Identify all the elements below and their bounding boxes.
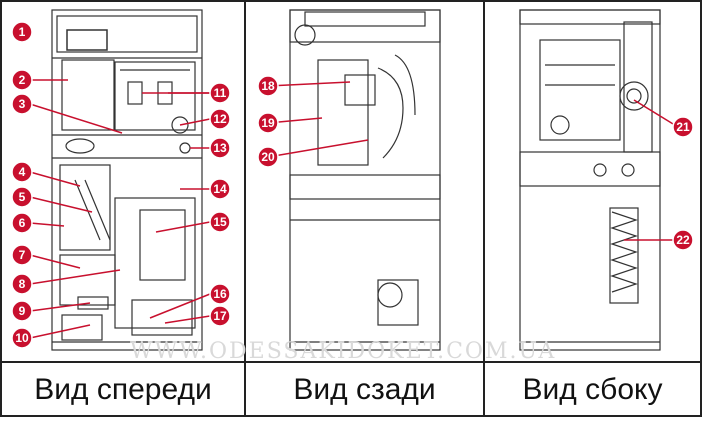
callout-7: 7 [11,244,33,266]
callout-15-label: 15 [213,215,227,229]
callout-22-label: 22 [676,233,690,247]
callout-11-label: 11 [214,86,227,100]
callout-19-label: 19 [261,116,275,130]
callout-14-label: 14 [213,182,227,196]
callout-18-label: 18 [261,79,275,93]
callout-8: 8 [11,273,33,295]
caption-back-view: Вид сзади [293,372,436,406]
callout-20: 20 [257,146,279,168]
callout-13-label: 13 [213,141,227,155]
callout-1: 1 [11,21,33,43]
leader-lines [29,79,679,339]
callout-10-label: 10 [15,331,29,345]
callout-3: 3 [11,93,33,115]
callout-9-label: 9 [19,304,26,318]
callout-19: 19 [257,112,279,134]
callout-8-label: 8 [19,277,26,291]
callout-1-label: 1 [19,25,26,39]
callout-11: 11 [209,82,231,104]
callout-22: 22 [672,229,694,251]
callout-17: 17 [209,305,231,327]
callout-6: 6 [11,212,33,234]
callout-4: 4 [11,161,33,183]
callout-6-label: 6 [19,216,26,230]
callout-14: 14 [209,178,231,200]
watermark-text: WWW.ODESSAKIDOKET.COM.UA [130,339,556,364]
callout-16-label: 16 [213,287,227,301]
callout-21-label: 21 [676,120,690,134]
callout-16: 16 [209,283,231,305]
callout-markers: 1 2 3 4 5 6 7 8 9 10 11 12 13 14 15 16 1… [11,21,694,349]
callout-4-label: 4 [19,165,26,179]
callout-17-label: 17 [213,309,227,323]
callout-9: 9 [11,300,33,322]
callout-10: 10 [11,327,33,349]
caption-side-view: Вид сбоку [522,372,663,406]
callout-12-label: 12 [213,112,227,126]
back-view-drawing [289,9,441,351]
callout-5: 5 [11,186,33,208]
front-view-drawing [51,9,203,351]
callout-2: 2 [11,69,33,91]
callout-13: 13 [209,137,231,159]
callout-18: 18 [257,75,279,97]
callout-2-label: 2 [19,73,26,87]
side-view-drawing [519,9,661,351]
caption-front-view: Вид спереди [34,372,212,406]
callout-5-label: 5 [19,190,26,204]
callout-3-label: 3 [19,97,26,111]
callout-7-label: 7 [19,248,26,262]
callout-15: 15 [209,211,231,233]
callout-20-label: 20 [261,150,275,164]
callout-21: 21 [672,116,694,138]
callout-12: 12 [209,108,231,130]
